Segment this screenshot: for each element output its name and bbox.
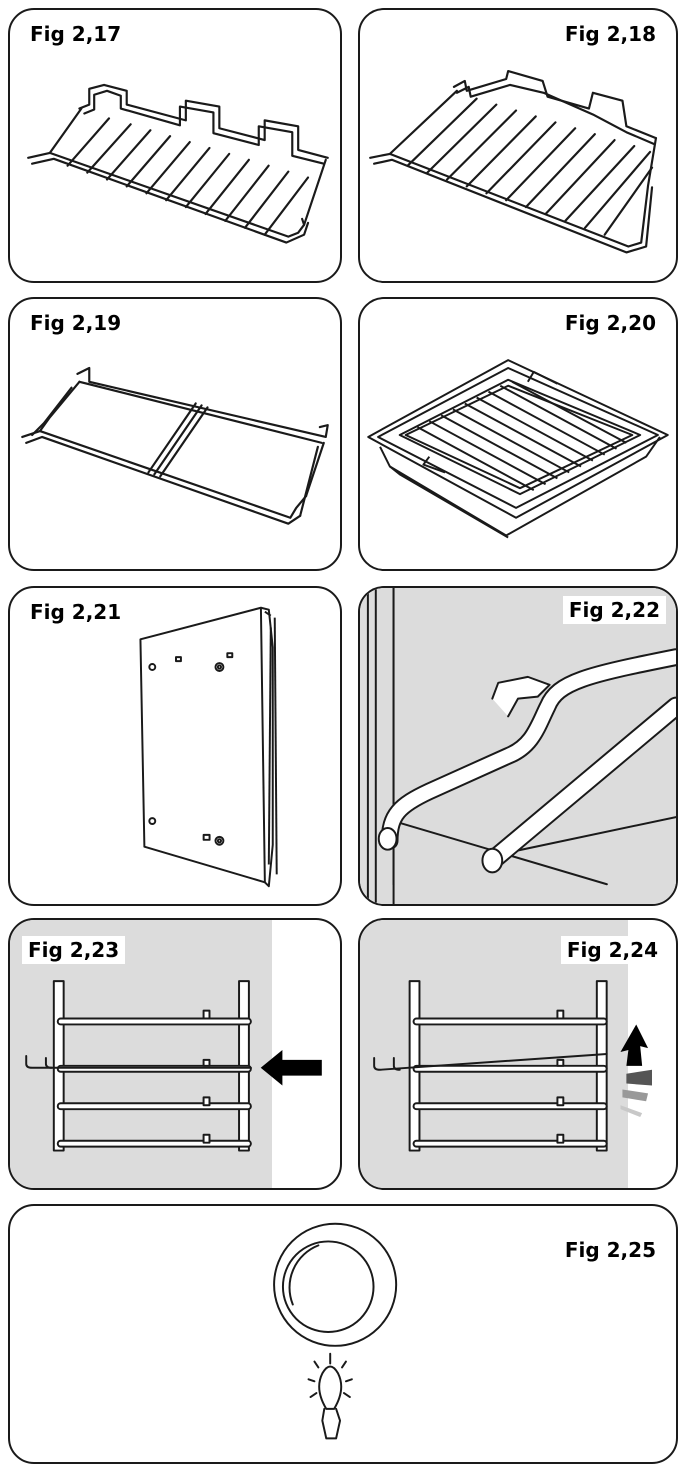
figure-panel-2-19: Fig 2,19	[8, 297, 342, 571]
figure-label: Fig 2,17	[30, 22, 122, 46]
figure-panel-2-23: Fig 2,23	[8, 918, 342, 1190]
figure-panel-2-18: Fig 2,18	[358, 8, 678, 283]
figure-label: Fig 2,23	[22, 936, 126, 964]
figure-panel-2-24: Fig 2,24	[358, 918, 678, 1190]
figure-panel-2-22: Fig 2,22	[358, 586, 678, 906]
oven-rack-illustration	[369, 70, 658, 254]
lamp-icon	[307, 1352, 353, 1440]
shelf-tilt-illustration	[373, 980, 652, 1152]
shelf-runner-illustration	[21, 366, 329, 525]
figure-panel-2-25: Fig 2,25	[8, 1204, 678, 1464]
roasting-pan-with-grid-illustration	[367, 359, 669, 539]
figure-label: Fig 2,19	[30, 311, 122, 335]
figure-label: Fig 2,21	[30, 600, 122, 624]
figure-panel-2-21: Fig 2,21	[8, 586, 342, 906]
figure-label: Fig 2,24	[560, 936, 664, 964]
oven-rack-illustration	[27, 83, 329, 244]
tilt-arrow-icon	[620, 1024, 652, 1118]
insert-arrow-icon	[260, 1050, 322, 1086]
shelf-insertion-illustration	[25, 980, 322, 1152]
control-knob-icon	[273, 1222, 398, 1347]
lamp-knob-illustration	[273, 1222, 398, 1440]
door-panel-illustration	[139, 606, 278, 888]
figure-label: Fig 2,25	[564, 1238, 656, 1262]
figure-panel-2-17: Fig 2,17	[8, 8, 342, 283]
figure-label: Fig 2,18	[564, 22, 656, 46]
figure-label: Fig 2,20	[564, 311, 656, 335]
figure-panel-2-20: Fig 2,20	[358, 297, 678, 571]
shelf-support-closeup-illustration	[366, 588, 676, 904]
figure-label: Fig 2,22	[562, 596, 666, 624]
